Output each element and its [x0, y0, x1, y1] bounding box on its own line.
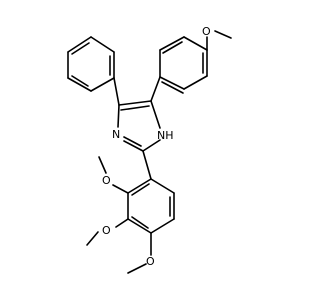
- bond-double: [120, 105, 150, 111]
- atom-label-nh: NH: [157, 129, 174, 142]
- bond: [117, 104, 120, 128]
- bonds: [67, 30, 232, 274]
- atom-label-o-4: O: [146, 255, 155, 268]
- atom-label-o-3: O: [102, 224, 111, 237]
- bond-double: [71, 75, 89, 87]
- bond: [214, 30, 232, 39]
- bond: [150, 178, 175, 194]
- bond-double: [161, 81, 184, 94]
- bond: [183, 75, 208, 90]
- bond: [67, 77, 92, 92]
- bond-double: [123, 136, 142, 147]
- bond: [150, 100, 161, 129]
- bond: [159, 76, 185, 90]
- bond: [86, 231, 99, 246]
- bond: [142, 139, 161, 152]
- atom-label-o-2: O: [102, 174, 111, 187]
- atom-label-n-imine: N: [112, 128, 120, 141]
- bond: [112, 184, 129, 194]
- bond: [127, 218, 152, 234]
- bond: [127, 178, 152, 194]
- bond: [150, 76, 161, 102]
- bond: [127, 263, 147, 274]
- bond: [113, 77, 120, 106]
- bond-double: [131, 216, 149, 229]
- atom-labels: O N NH O O O: [102, 25, 211, 268]
- bond: [150, 218, 175, 234]
- molecule-structure: O N NH O O O: [67, 25, 232, 274]
- bond: [118, 100, 152, 106]
- bond: [142, 150, 152, 180]
- bond: [90, 77, 115, 92]
- bond-double: [162, 41, 183, 54]
- bond: [67, 36, 92, 53]
- atom-label-o-para: O: [202, 25, 211, 38]
- bond: [123, 140, 144, 152]
- bond: [159, 36, 185, 51]
- bond: [183, 36, 208, 51]
- bond-double: [71, 42, 90, 55]
- bond-double: [131, 183, 150, 196]
- bond: [98, 156, 107, 174]
- bond: [115, 218, 129, 228]
- bond: [90, 36, 115, 53]
